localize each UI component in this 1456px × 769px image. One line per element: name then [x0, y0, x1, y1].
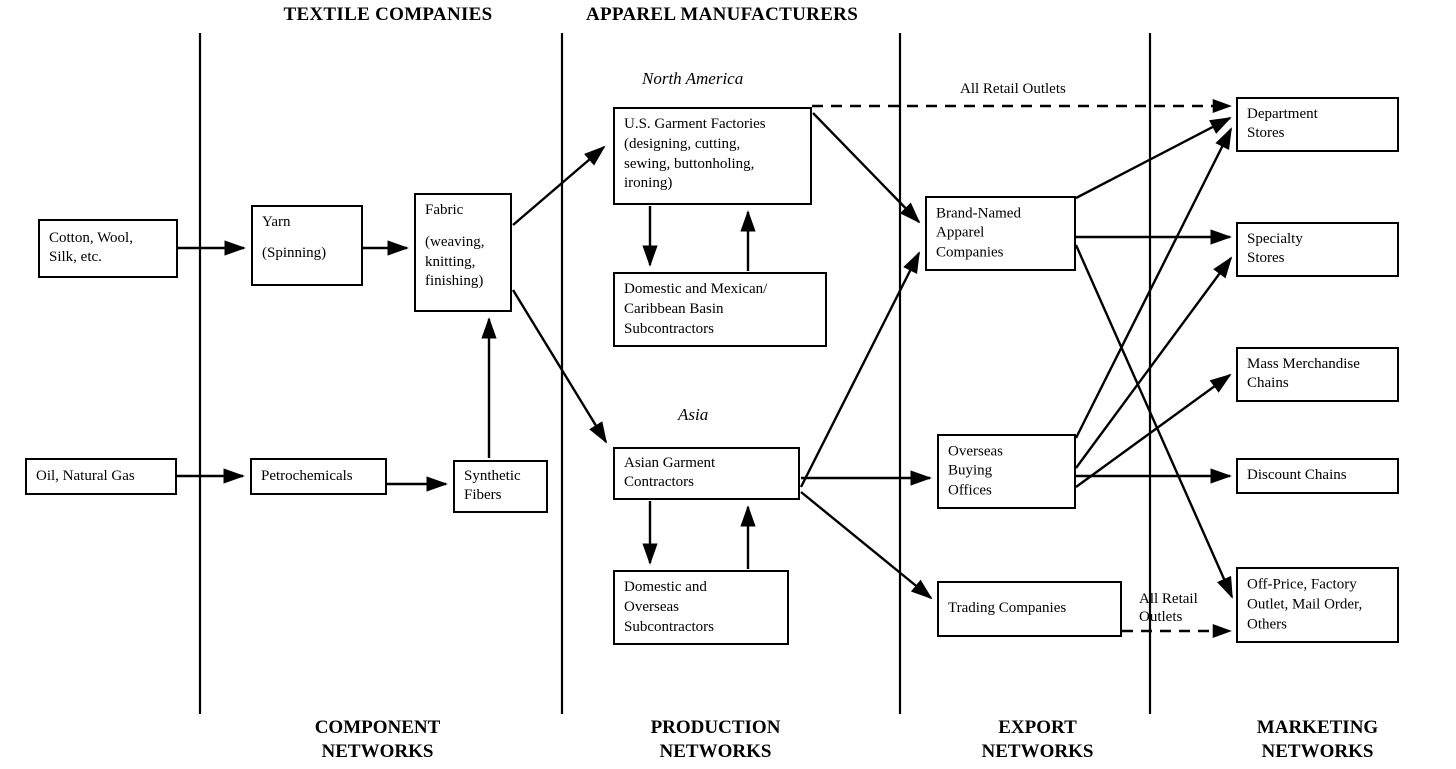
footer-label-marketing-networks: MARKETING NETWORKS: [1180, 716, 1455, 764]
arrow-usgarment-to-brand: [812, 112, 921, 224]
region-label-asia: Asia: [678, 405, 709, 424]
node-label: Fabric (weaving, knitting, finishing): [425, 202, 485, 290]
arrow-brand-to-department: [1075, 116, 1232, 200]
arrow-asian-to-trading: [800, 491, 933, 600]
arrow-brand-to-deal-outlets: [1074, 244, 1234, 599]
footer-line-2: NETWORKS: [659, 740, 772, 762]
node-label: Discount Chains: [1247, 467, 1347, 484]
footer-line-2: NETWORKS: [1261, 740, 1374, 762]
node-fabric[interactable]: Fabric (weaving, knitting, finishing): [414, 193, 512, 312]
node-yarn[interactable]: Yarn (Spinning): [251, 205, 363, 286]
flow-label-line-2: Outlets: [1139, 609, 1183, 625]
node-label: Oil, Natural Gas: [36, 467, 135, 484]
arrow-fabric-to-us-garment: [512, 145, 606, 226]
flow-label-line-1: All Retail: [1139, 591, 1198, 607]
region-label-north-america: North America: [642, 69, 744, 88]
node-label: Petrochemicals: [261, 467, 353, 484]
node-raw-fibers[interactable]: Cotton, Wool,Silk, etc.: [38, 219, 178, 278]
flow-label-all-retail-outlets-top: All Retail Outlets: [960, 81, 1066, 97]
footer-line-2: NETWORKS: [321, 740, 434, 762]
footer-line-1: EXPORT: [998, 717, 1077, 738]
node-label: Domestic and Mexican/Caribbean Basin Sub…: [624, 281, 768, 337]
arrow-fabric-to-asian: [511, 289, 608, 444]
node-label: Cotton, Wool,Silk, etc.: [49, 229, 133, 266]
node-label: Trading Companies: [948, 600, 1067, 617]
node-us-garment-factories[interactable]: U.S. Garment Factories(designing, cuttin…: [613, 107, 812, 205]
node-domestic-mexican-subcontractors[interactable]: Domestic and Mexican/Caribbean Basin Sub…: [613, 272, 827, 347]
column-header-textile-companies: TEXTILE COMPANIES: [283, 4, 493, 25]
flow-label-all-retail-outlets-bottom: All Retail Outlets: [1139, 590, 1198, 626]
node-oil-natural-gas[interactable]: Oil, Natural Gas: [25, 458, 177, 495]
node-trading-companies[interactable]: Trading Companies: [937, 581, 1122, 637]
node-label: U.S. Garment Factories(designing, cuttin…: [624, 116, 766, 192]
arrow-overseas-to-department: [1074, 127, 1233, 439]
column-header-apparel-manufacturers: APPAREL MANUFACTURERS: [585, 4, 859, 25]
footer-line-1: MARKETING: [1256, 717, 1379, 738]
footer-line-1: COMPONENT: [314, 717, 441, 738]
footer-label-export-networks: EXPORT NETWORKS: [900, 716, 1175, 764]
footer-line-2: NETWORKS: [981, 740, 1094, 762]
node-label: Yarn (Spinning): [262, 214, 327, 261]
footer-label-production-networks: PRODUCTION NETWORKS: [578, 716, 853, 764]
node-discount-chains[interactable]: Discount Chains: [1236, 458, 1399, 494]
node-petrochemicals[interactable]: Petrochemicals: [250, 458, 387, 495]
footer-label-component-networks: COMPONENT NETWORKS: [240, 716, 515, 764]
arrow-overseas-to-specialty: [1075, 256, 1233, 469]
arrow-overseas-to-mass: [1075, 373, 1232, 488]
footer-line-1: PRODUCTION: [650, 717, 781, 738]
